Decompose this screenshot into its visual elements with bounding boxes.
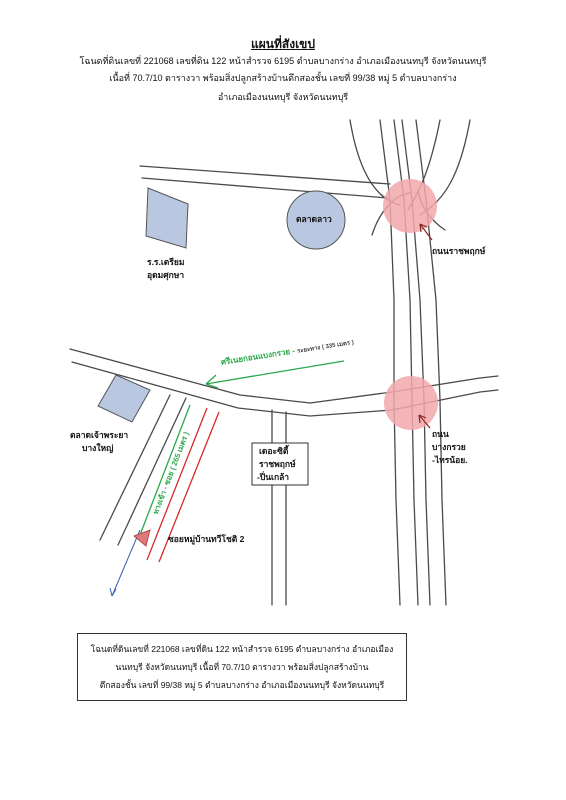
condo-box	[251, 442, 309, 486]
school-label-2: อุดมศุกษา	[147, 270, 185, 280]
info-line-2: นนทบุรี จังหวัดนนทบุรี เนื้อที่ 70.7/10 …	[115, 662, 369, 672]
arrowhead-bangkruai	[418, 414, 427, 424]
page-title: แผนที่สังเขป	[251, 37, 315, 51]
road-network	[69, 119, 499, 606]
red-line-1	[146, 407, 208, 561]
header-line-2: เนื้อที่ 70.7/10 ตารางวา พร้อมสิ่งปลูกสร…	[109, 73, 457, 83]
info-line-3: ตึกสองชั้น เลขที่ 99/38 หมู่ 5 ตำบลบางกร…	[99, 680, 385, 690]
green-route-2	[139, 404, 191, 536]
green-arrowhead-1	[205, 374, 219, 389]
ratchaphruek-road-label: ถนนราชพฤกษ์	[432, 246, 486, 256]
school-label-1: ร.ร.เตรียม	[147, 257, 185, 267]
blue-arrowhead	[109, 587, 117, 597]
intersection-ratchaphruek	[383, 179, 437, 233]
arrow-bangkruai	[418, 414, 431, 429]
condo-label-2: ราชพฤกษ์	[259, 459, 296, 469]
school-building	[145, 187, 189, 249]
header-line-3: อำเภอเมืองนนทบุรี จังหวัดนนทบุรี	[217, 92, 349, 102]
header-line-1: โฉนดที่ดินเลขที่ 221068 เลขที่ดิน 122 หน…	[79, 56, 487, 66]
blue-pointer-line	[111, 529, 141, 597]
condo-label-1: เดอะซิตี้	[259, 446, 289, 456]
soi-village-label: ซอยหมู่บ้านทวีโชติ 2	[168, 534, 245, 544]
location-marker	[133, 529, 151, 547]
pier-label-1: ตลาดเจ้าพระยา	[70, 430, 129, 440]
info-box: โฉนดที่ดินเลขที่ 221068 เลขที่ดิน 122 หน…	[77, 633, 407, 701]
bangkruai-road-label-1: ถนน	[432, 429, 449, 439]
red-line-2	[158, 411, 220, 563]
pier-label-2: บางใหญ่	[82, 443, 114, 453]
arrow-ratchaphruek	[419, 223, 433, 241]
market-circle	[286, 190, 346, 250]
arrowhead-ratchaphruek	[419, 223, 428, 233]
bangkruai-road-label-2: บางกรวย	[432, 442, 466, 452]
market-label: ตลาดลาว	[296, 214, 332, 224]
info-line-1: โฉนดที่ดินเลขที่ 221068 เลขที่ดิน 122 หน…	[90, 644, 394, 654]
green-route-1	[205, 360, 345, 385]
bangkruai-road-label-3: -ไทรน้อย.	[432, 455, 468, 465]
pier-building	[97, 374, 151, 423]
intersection-bangkruai	[384, 376, 438, 430]
condo-label-3: -ปิ่นเกล้า	[257, 472, 290, 482]
